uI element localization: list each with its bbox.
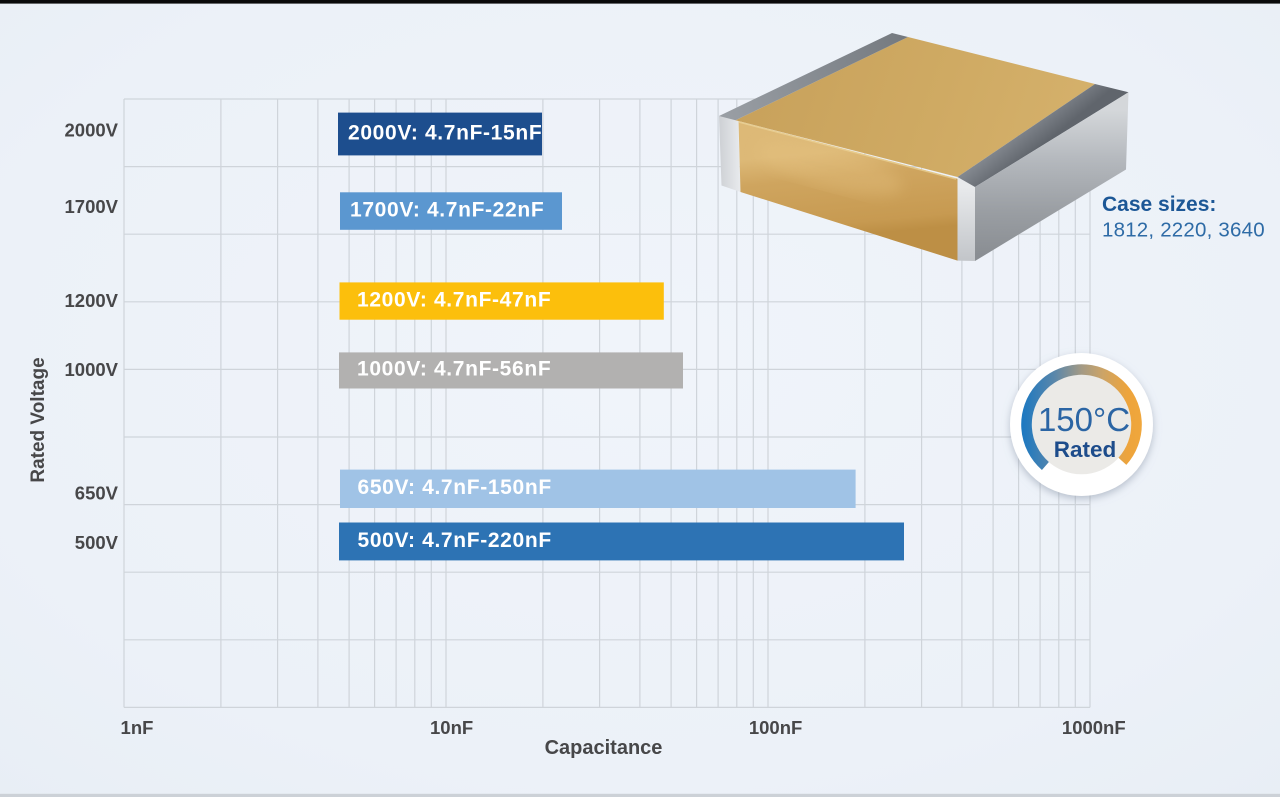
svg-text:Case sizes:: Case sizes: (1102, 193, 1216, 216)
svg-text:500V: 4.7nF-220nF: 500V: 4.7nF-220nF (358, 529, 552, 552)
svg-text:1700V: 1700V (65, 196, 119, 217)
svg-text:1812, 2220, 3640: 1812, 2220, 3640 (1102, 219, 1265, 242)
svg-text:2000V: 4.7nF-15nF: 2000V: 4.7nF-15nF (348, 121, 542, 144)
svg-text:1200V: 1200V (65, 290, 119, 311)
svg-text:2000V: 2000V (65, 120, 119, 141)
svg-text:Capacitance: Capacitance (545, 737, 663, 759)
svg-text:500V: 500V (75, 532, 119, 553)
svg-text:1nF: 1nF (121, 717, 154, 738)
svg-text:1200V: 4.7nF-47nF: 1200V: 4.7nF-47nF (357, 288, 551, 311)
svg-text:100nF: 100nF (749, 717, 802, 738)
svg-text:Rated Voltage: Rated Voltage (28, 357, 49, 482)
svg-text:150°C: 150°C (1038, 401, 1130, 438)
svg-text:650V: 650V (75, 482, 119, 503)
svg-text:1700V: 4.7nF-22nF: 1700V: 4.7nF-22nF (350, 198, 544, 221)
svg-text:1000nF: 1000nF (1062, 717, 1126, 738)
svg-text:Rated: Rated (1054, 437, 1117, 462)
svg-text:10nF: 10nF (430, 717, 473, 738)
svg-text:1000V: 1000V (65, 359, 119, 380)
svg-text:1000V: 4.7nF-56nF: 1000V: 4.7nF-56nF (357, 358, 551, 381)
svg-text:650V: 4.7nF-150nF: 650V: 4.7nF-150nF (358, 476, 552, 499)
